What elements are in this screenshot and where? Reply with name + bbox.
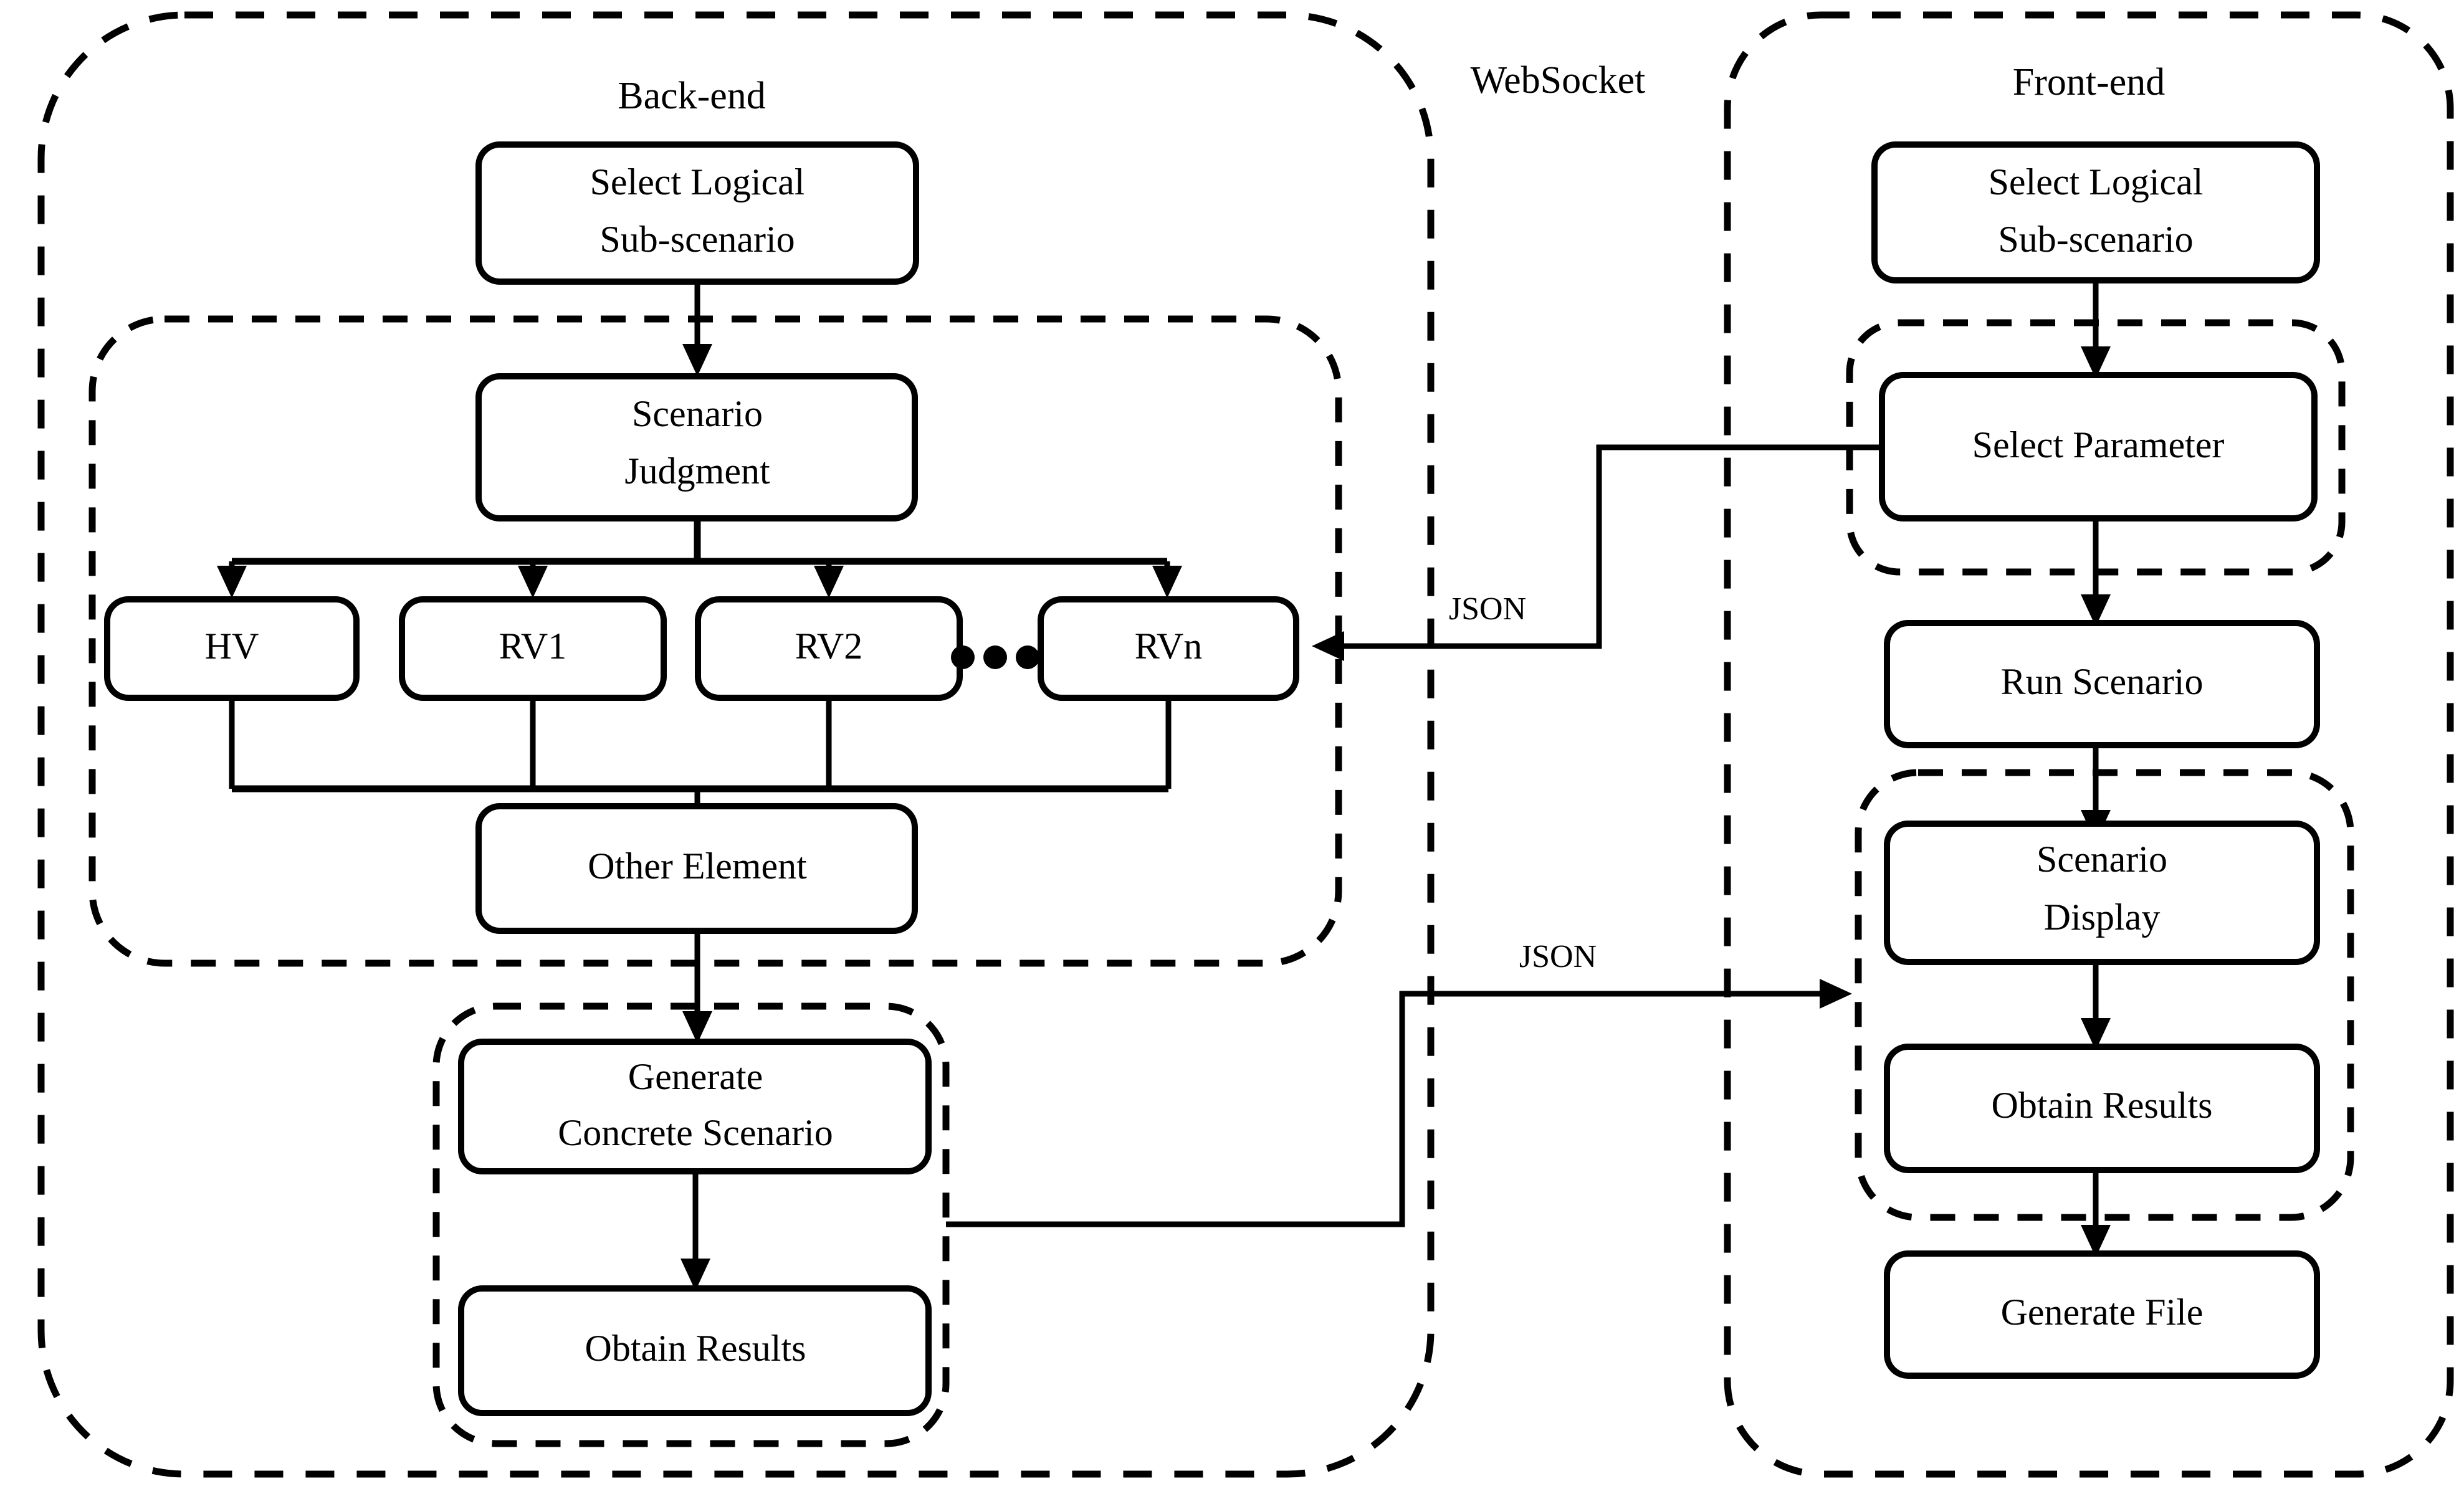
arrowhead-json-frontend-to-backend [1312,631,1344,661]
frontend-display-group [1855,769,2354,1221]
edge-json-frontend-to-backend [1330,444,1882,649]
arrowhead-judgment-to-rv2 [814,566,844,598]
frontend-obtain-results-box[interactable] [1884,1044,2320,1173]
run-scenario-label: Run Scenario [2001,661,2204,702]
ellipsis-dot-3 [1016,645,1039,669]
backend-concrete-group [432,1002,950,1447]
rvn-label: RVn [1135,626,1203,667]
scenario-display-box[interactable] [1884,821,2320,965]
edge-json-backend-to-frontend [946,991,1832,1227]
arrowhead-judgment-to-rv1 [518,566,548,598]
frontend-select-logical-sub-scenario-label-line1: Select Logical [1989,161,2204,202]
scenario-judgment-label-line1: Scenario [632,393,763,434]
backend-frame [37,11,1435,1478]
scenario-judgment-label-line2: Judgment [624,450,770,492]
select-parameter-label: Select Parameter [1972,424,2225,465]
arrowhead-json-backend-to-frontend [1820,979,1852,1009]
arrowhead-display-to-obtain-results-frontend [2081,1018,2111,1050]
frontend-title: Front-end [2013,61,2166,103]
rv2-label: RV2 [795,626,863,667]
frontend-frame [1724,11,2454,1478]
other-element-label: Other Element [588,845,807,887]
websocket-title: WebSocket [1471,59,1646,102]
arrowhead-judgment-to-rvn [1152,566,1182,598]
arrowhead-other-element-to-generate [682,1011,712,1044]
scenario-display-label-line2: Display [2044,897,2161,938]
arrowhead-backend-select-to-judgment [682,344,712,376]
generate-file-box[interactable] [1884,1250,2320,1379]
backend-obtain-results-box[interactable] [458,1285,932,1416]
ellipsis-dot-1 [951,645,975,669]
json-label-upper: JSON [1449,591,1526,627]
backend-select-logical-sub-scenario-label-line1: Select Logical [590,161,805,202]
json-label-lower: JSON [1519,939,1597,974]
backend-scenario-group [88,315,1342,967]
hv-label: HV [205,626,259,667]
arrowhead-frontend-select-to-parameter [2081,346,2111,379]
arrowhead-judgment-to-hv [217,566,247,598]
arrowhead-obtain-results-to-generate-file [2081,1225,2111,1257]
backend-obtain-results-label: Obtain Results [585,1328,806,1369]
rv1-label: RV1 [499,626,567,667]
arrowhead-parameter-to-run-scenario [2081,594,2111,627]
generate-concrete-scenario-label-line1: Generate [628,1056,763,1097]
run-scenario-box[interactable] [1884,620,2320,748]
arrowhead-generate-to-obtain-results-backend [680,1259,710,1291]
backend-select-logical-sub-scenario-label-line2: Sub-scenario [599,219,795,260]
ellipsis-dot-2 [983,645,1007,669]
scenario-display-label-line1: Scenario [2037,839,2167,880]
frontend-obtain-results-label: Obtain Results [1992,1085,2213,1126]
backend-title: Back-end [618,75,766,117]
generate-file-label: Generate File [2001,1292,2204,1333]
frontend-select-logical-sub-scenario-label-line2: Sub-scenario [1998,219,2193,260]
generate-concrete-scenario-label-line2: Concrete Scenario [558,1112,833,1153]
